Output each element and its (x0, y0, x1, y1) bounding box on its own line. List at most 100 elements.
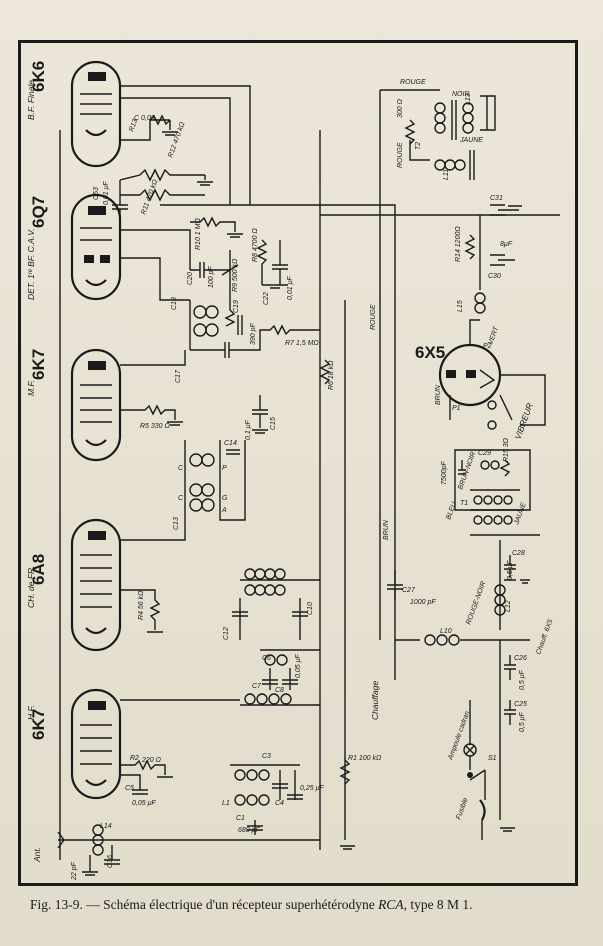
c3-label: C3 (262, 753, 271, 760)
c22-value: 0,01 μF (287, 276, 294, 300)
figure-caption: Fig. 13-9. — Schéma électrique d'un réce… (30, 897, 580, 913)
tube4-name: 6A8 (29, 554, 48, 585)
jaune2-label: JAUNE (513, 501, 528, 526)
c53-label: C53 (93, 187, 100, 200)
c26-c25 (504, 655, 516, 725)
c390-label: 390 pF (250, 322, 257, 345)
r2-value: 220 Ω (141, 757, 162, 764)
c-p-label: P (222, 465, 227, 472)
tube-6k6 (70, 60, 251, 205)
c19-label: C19 (233, 300, 240, 313)
r12-r11 (119, 168, 213, 202)
ground-symbols (340, 579, 530, 850)
s1-label: S1 (488, 755, 497, 762)
r300-label: 300 Ω (397, 98, 404, 118)
tube-6x5 (438, 319, 546, 426)
dial-lamp-switch-fuse (463, 700, 486, 840)
rouge-wire-label: ROUGE (370, 304, 377, 330)
r6-label: R6 18 kΩ (328, 360, 335, 390)
c28-label: C28 (512, 550, 525, 557)
c18-label: C18 (171, 297, 178, 310)
c17-label: C17 (175, 369, 182, 383)
c13-label2: C13 (173, 517, 180, 530)
c8-label: C8 (275, 687, 284, 694)
rect-name: 6X5 (415, 343, 445, 362)
vibreur-label: VIBREUR (512, 402, 534, 441)
antenna (57, 824, 120, 876)
r10-label: R10 1 MΩ (195, 218, 202, 250)
tube-6k7-mf (70, 348, 186, 462)
c27-capacitor (387, 570, 403, 600)
tube3-stage: M.F. (26, 380, 36, 396)
brun-noir-label: BRUN-NOIR (457, 451, 477, 491)
r15-label: R15 3Ω (503, 437, 510, 462)
c5-label: C5 (125, 785, 134, 792)
l13-label: L13 (465, 93, 472, 105)
l15-label: L15 (457, 300, 464, 312)
c5-value: 0,05 μF (132, 800, 156, 807)
l14-label: L14 (100, 823, 112, 830)
tube1-stage: B.F. Finale (26, 80, 36, 120)
r11-label: R11 470 kΩ (140, 178, 159, 216)
r9-label: R9 500 kΩ (232, 258, 239, 292)
brun-label: BRUN (435, 384, 442, 405)
c27-value: 1000 pF (410, 599, 436, 606)
supply-filters (395, 540, 530, 820)
c13-label: C 0,05 (134, 115, 155, 122)
brun-wire-label: BRUN (383, 519, 390, 540)
r5-label: R5 330 Ω (140, 423, 171, 430)
c28-value: 0,5 μF (507, 559, 514, 580)
p2-label: P2 (483, 343, 492, 350)
r1-resistor (339, 759, 351, 785)
c6-label: C6 (262, 655, 271, 662)
c22pf-label: 22 pF (71, 861, 78, 881)
c4-label: C4 (275, 800, 284, 807)
if-transformer-2 (189, 300, 320, 358)
c25-value: 0,5 μF (519, 711, 526, 732)
c-a2-label: A (221, 507, 227, 514)
caption-suffix: , type 8 M 1. (403, 897, 473, 912)
noir-label: NOIR (452, 91, 470, 98)
r8-label: R8 4700 Ω (252, 228, 259, 262)
c10-label: C10 (307, 602, 314, 615)
c36-label: C36 (107, 855, 114, 868)
osc-coils (232, 568, 320, 706)
tube4-stage: CH. de FR. (26, 565, 36, 608)
chauffage-label: Chauffage (370, 681, 380, 720)
tube2-stage: DET. 1ʳᵉ BF. C.A.V. (26, 228, 36, 300)
c20-label: C20 (187, 272, 194, 285)
r13-label: R13 (128, 118, 139, 133)
c7500-label: 7500pF (441, 461, 448, 485)
caption-prefix: Fig. 13-9. — Schéma électrique d'un réce… (30, 897, 375, 912)
r4-label: R4 56 kΩ (138, 590, 145, 620)
c12-label: C12 (223, 627, 230, 640)
r7-label: R7 1,5 MΩ (285, 340, 319, 347)
c29-label: C29 (478, 450, 491, 457)
l10-label: L10 (440, 628, 452, 635)
c14-label: C14 (224, 440, 237, 447)
tube-6q7 (70, 193, 191, 301)
c7-label: C7 (252, 683, 262, 690)
ampoule-label: Ampoule cadran (447, 710, 471, 761)
output-transformer (380, 89, 496, 180)
c27-label: C27 (402, 587, 416, 594)
l1-label: L1 (222, 800, 230, 807)
c-a-label: C (178, 465, 184, 472)
bplus-line (160, 204, 396, 280)
tube-6a8 (70, 518, 186, 652)
c25-label: C25 (514, 701, 527, 708)
tube1-name: 6K6 (29, 61, 48, 92)
filter-section (464, 204, 522, 314)
vibreur (487, 394, 513, 430)
c1-label: C1 (236, 815, 245, 822)
ant-label: Ant. (32, 847, 42, 863)
fusible-label: Fusible (455, 797, 469, 821)
c15-label: C15 (270, 417, 277, 430)
c31-label: C31 (490, 195, 503, 202)
rf-coils (90, 764, 320, 841)
c1-value: 680 pF (238, 827, 261, 834)
tube-6k7-hf (70, 688, 240, 800)
c20-value: 100 pF (208, 265, 215, 288)
